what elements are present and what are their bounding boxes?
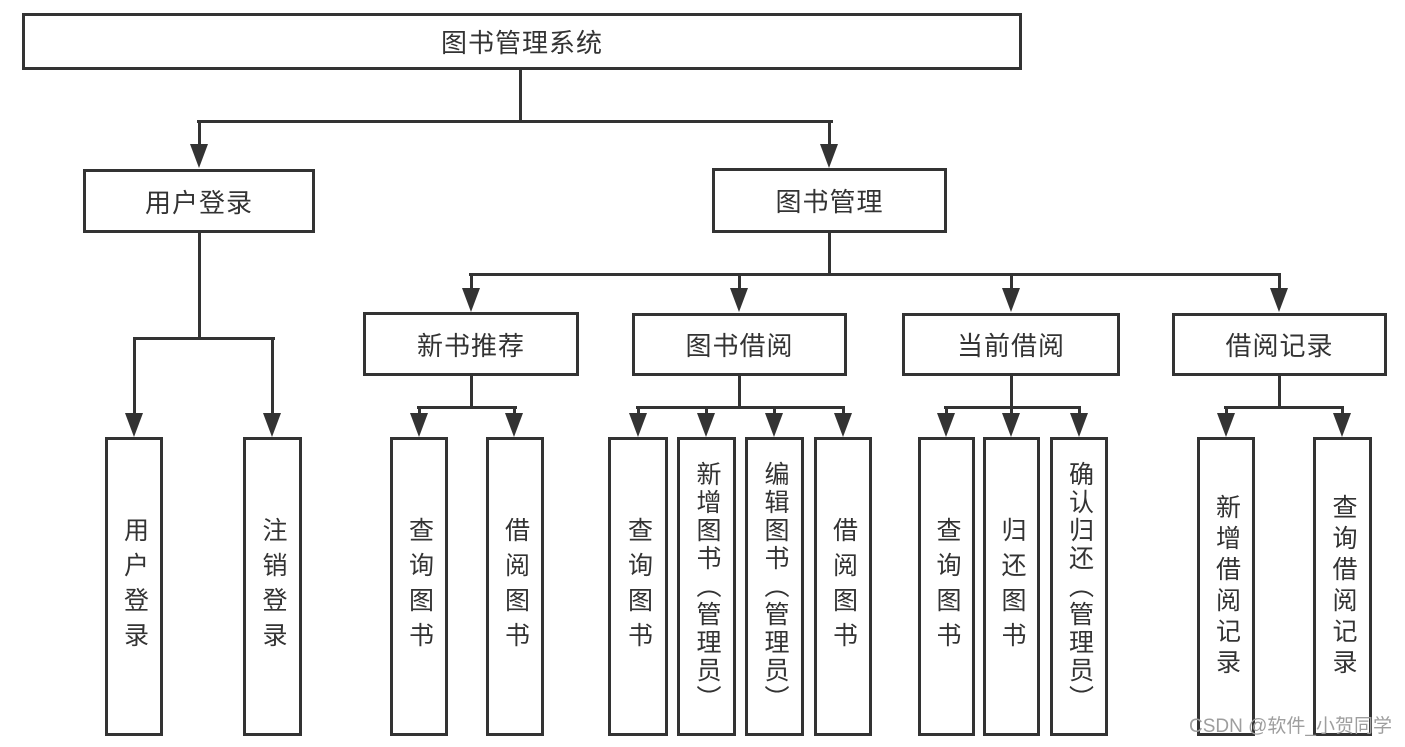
node-borrowing-records: 借阅记录 <box>1172 313 1387 376</box>
connector-drop-leaf <box>945 406 948 418</box>
connector-root-stem <box>519 70 522 123</box>
arrowhead-into-leaf <box>765 413 783 437</box>
connector-drop-leaf <box>1341 406 1344 418</box>
arrowhead-into-leaf <box>1333 413 1351 437</box>
node-user-login: 用户登录 <box>83 169 315 233</box>
connector-drop-book-mgmt <box>828 120 831 148</box>
leaf-user-login: 用户登录 <box>105 437 163 736</box>
leaf-confirm-return-admin: 确认归还（管理员） <box>1050 437 1108 736</box>
leaf-label: 借阅图书 <box>501 516 530 657</box>
node-new-book-recommend: 新书推荐 <box>363 312 579 376</box>
connector-drop-leaf <box>705 406 708 418</box>
arrowhead-into-book-mgmt <box>820 144 838 168</box>
connector-new-books-bus <box>417 406 517 409</box>
connector-borrow-records-stem <box>1278 376 1281 409</box>
leaf-label: 查询借阅记录 <box>1329 493 1357 680</box>
connector-drop-leaf <box>842 406 845 418</box>
leaf-query-books-recommend: 查询图书 <box>390 437 448 736</box>
connector-borrow-records-bus <box>1224 406 1344 409</box>
leaf-label: 编辑图书（管理员） <box>761 460 789 713</box>
connector-drop-new-books <box>470 273 473 293</box>
connector-book-borrow-stem <box>738 376 741 409</box>
arrowhead-into-logout <box>263 413 281 437</box>
leaf-query-borrow-record: 查询借阅记录 <box>1313 437 1372 736</box>
arrowhead-into-leaf <box>1002 413 1020 437</box>
leaf-borrow-books-recommend: 借阅图书 <box>486 437 544 736</box>
connector-book-mgmt-stem <box>828 233 831 276</box>
leaf-query-books: 查询图书 <box>608 437 668 736</box>
node-label: 用户登录 <box>144 187 253 218</box>
leaf-borrow-books: 借阅图书 <box>814 437 872 736</box>
arrowhead-into-leaf <box>834 413 852 437</box>
arrowhead-into-current-borrow <box>1002 288 1020 312</box>
connector-new-books-stem <box>470 376 473 409</box>
leaf-query-books-current: 查询图书 <box>918 437 975 736</box>
connector-drop-login <box>133 337 136 416</box>
leaf-label: 新增图书（管理员） <box>693 460 721 713</box>
arrowhead-into-leaf <box>697 413 715 437</box>
leaf-add-books-admin: 新增图书（管理员） <box>677 437 736 736</box>
connector-drop-borrow-records <box>1278 273 1281 293</box>
connector-drop-leaf <box>637 406 640 418</box>
leaf-label: 查询图书 <box>405 516 434 657</box>
leaf-label: 归还图书 <box>998 516 1026 657</box>
connector-drop-current-borrow <box>1010 273 1013 293</box>
leaf-edit-books-admin: 编辑图书（管理员） <box>745 437 804 736</box>
connector-user-login-bus <box>133 337 275 340</box>
connector-root-bus <box>197 120 833 123</box>
arrowhead-into-leaf <box>505 413 523 437</box>
leaf-add-borrow-record: 新增借阅记录 <box>1197 437 1255 736</box>
leaf-label: 新增借阅记录 <box>1212 493 1241 680</box>
csdn-watermark: CSDN @软件_小贺同学 <box>1189 716 1392 737</box>
connector-drop-book-borrow <box>738 273 741 293</box>
connector-drop-logout <box>271 337 274 416</box>
connector-drop-leaf <box>1010 406 1013 418</box>
node-current-borrowing: 当前借阅 <box>902 313 1120 376</box>
connector-drop-leaf <box>1078 406 1081 418</box>
arrowhead-into-login <box>125 413 143 437</box>
node-label: 借阅记录 <box>1225 331 1334 361</box>
arrowhead-into-new-books <box>462 288 480 312</box>
node-label: 图书管理 <box>775 187 884 217</box>
connector-drop-leaf <box>1225 406 1228 418</box>
arrowhead-into-leaf <box>629 413 647 437</box>
arrowhead-into-borrow-records <box>1270 288 1288 312</box>
arrowhead-into-user-login <box>190 144 208 168</box>
node-library-system: 图书管理系统 <box>22 13 1022 70</box>
connector-book-borrow-bus <box>636 406 845 409</box>
node-label: 图书管理系统 <box>440 28 603 58</box>
connector-drop-leaf <box>773 406 776 418</box>
node-label: 图书借阅 <box>685 331 794 361</box>
connector-current-borrow-stem <box>1010 376 1013 409</box>
connector-user-login-stem <box>198 233 201 339</box>
connector-book-mgmt-bus <box>469 273 1281 276</box>
leaf-return-books: 归还图书 <box>983 437 1040 736</box>
leaf-label: 查询图书 <box>624 516 653 657</box>
arrowhead-into-leaf <box>1217 413 1235 437</box>
node-label: 新书推荐 <box>416 330 525 361</box>
leaf-label: 注销登录 <box>259 516 287 657</box>
leaf-label: 用户登录 <box>120 516 149 657</box>
node-book-borrowing: 图书借阅 <box>632 313 847 376</box>
connector-drop-leaf <box>418 406 421 418</box>
arrowhead-into-book-borrow <box>730 288 748 312</box>
leaf-label: 借阅图书 <box>829 516 858 657</box>
node-label: 当前借阅 <box>956 331 1065 361</box>
arrowhead-into-leaf <box>1070 413 1088 437</box>
leaf-label: 确认归还（管理员） <box>1065 460 1094 713</box>
arrowhead-into-leaf <box>937 413 955 437</box>
connector-drop-leaf <box>513 406 516 418</box>
arrowhead-into-leaf <box>410 413 428 437</box>
leaf-label: 查询图书 <box>933 516 961 657</box>
node-book-management: 图书管理 <box>712 168 947 233</box>
connector-drop-user-login <box>198 120 201 148</box>
leaf-logout: 注销登录 <box>243 437 302 736</box>
